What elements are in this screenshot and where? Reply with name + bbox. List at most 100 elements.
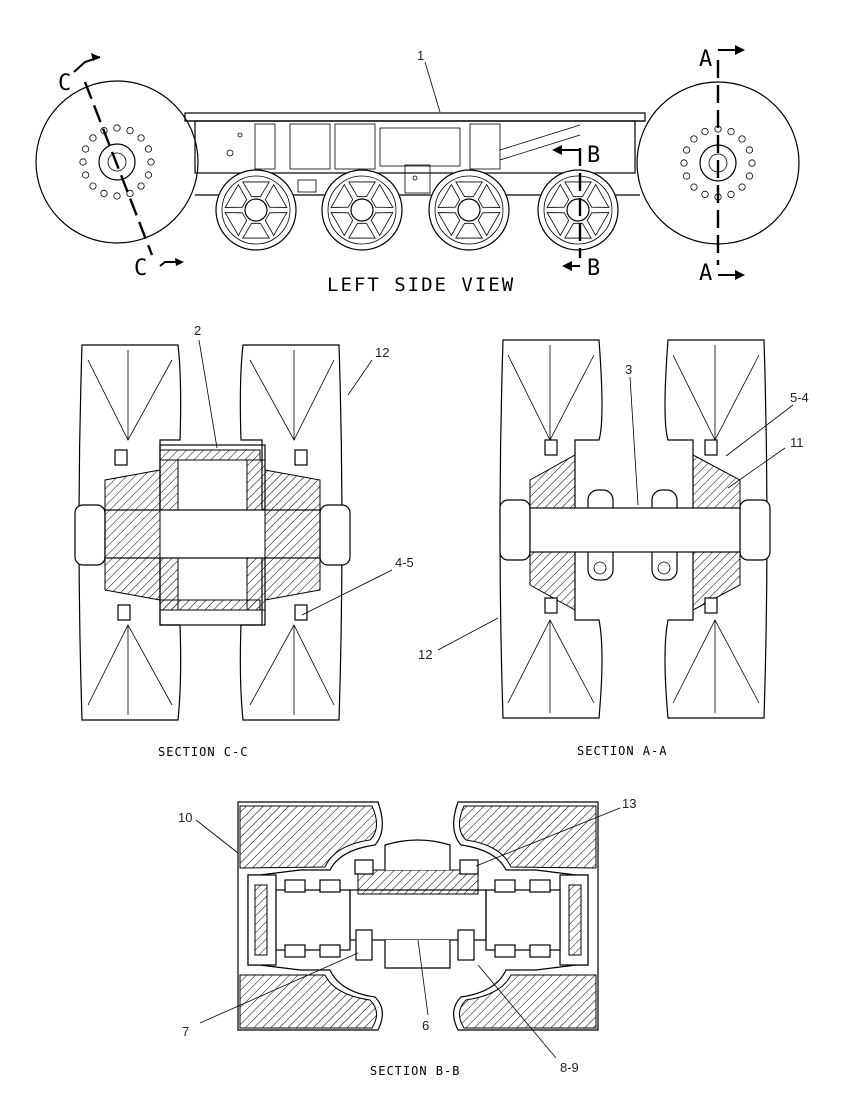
bolt-hole xyxy=(745,146,754,154)
roller-spoke-window xyxy=(477,183,501,208)
bolt-hole xyxy=(701,190,709,199)
roller-rim xyxy=(321,169,403,251)
bolt-hole xyxy=(682,146,691,154)
cut-label-b-top: B xyxy=(587,143,600,168)
callout-13: 13 xyxy=(622,796,636,811)
roller-spoke-window xyxy=(348,181,376,198)
bolt-hole xyxy=(680,159,688,167)
roller-spoke-window xyxy=(455,181,483,198)
roller-inner-rim xyxy=(221,175,291,245)
roller-inner-rim xyxy=(327,175,397,245)
roller-spoke-window xyxy=(564,181,592,198)
roller-spoke-window xyxy=(264,212,288,237)
bolt-7 xyxy=(355,929,373,961)
leader-3 xyxy=(629,376,639,506)
section-c-c-title: SECTION C-C xyxy=(158,745,248,759)
bolt-hole xyxy=(144,145,153,153)
leader-6 xyxy=(417,939,429,1016)
leader-5-4 xyxy=(725,404,794,457)
bolt-hole xyxy=(727,127,735,136)
leader-13 xyxy=(475,807,621,867)
idler-bolt-circle-left xyxy=(79,124,155,200)
bolt-hole xyxy=(738,183,746,191)
section-b-b: 10 13 7 6 8-9 SECTION B-B xyxy=(178,796,636,1078)
callout-12-cc: 12 xyxy=(375,345,389,360)
axle-shaft-aa xyxy=(529,507,741,553)
callout-10: 10 xyxy=(178,810,192,825)
bolt-8-9 xyxy=(457,929,475,961)
bolt-hole xyxy=(137,134,145,142)
bolt-hole xyxy=(126,126,134,135)
cut-label-a-bottom: A xyxy=(699,261,712,286)
roller-spoke-window xyxy=(348,222,376,239)
collar-bb xyxy=(357,869,479,895)
bolt-hole xyxy=(100,189,108,198)
tire-left-cc xyxy=(78,344,182,721)
section-a-a-title: SECTION A-A xyxy=(577,744,667,758)
roller-spoke-window xyxy=(264,183,288,208)
cut-label-c-bottom: C xyxy=(134,256,147,281)
roller-spoke-window xyxy=(455,222,483,239)
roller-spoke-window xyxy=(370,212,394,237)
track-rollers xyxy=(215,169,619,251)
callout-8-9: 8-9 xyxy=(560,1060,579,1075)
roller-spoke-window xyxy=(564,222,592,239)
bolt-hole xyxy=(727,190,735,199)
bolt-hole xyxy=(81,145,90,153)
leader-2 xyxy=(198,339,218,449)
roller-hub xyxy=(566,198,590,222)
roller-spoke-window xyxy=(586,183,610,208)
track-roller xyxy=(215,169,297,251)
callout-1: 1 xyxy=(417,48,424,63)
left-side-view-title: LEFT SIDE VIEW xyxy=(327,274,515,296)
roller-spoke-window xyxy=(477,212,501,237)
left-side-view: C C A A B B 1 LEFT SIDE VIEW xyxy=(35,45,800,296)
roller-hub xyxy=(457,198,481,222)
leader-7 xyxy=(199,952,359,1024)
bolt-hole xyxy=(113,124,121,132)
cut-label-c-top: C xyxy=(58,71,71,96)
callout-4-5: 4-5 xyxy=(395,555,414,570)
front-idler xyxy=(35,80,199,244)
roller-hub xyxy=(244,198,268,222)
shaft-left-bb xyxy=(275,889,351,951)
bolt-hole xyxy=(126,189,134,198)
callout-6: 6 xyxy=(422,1018,429,1033)
roller-spoke-window xyxy=(224,212,248,237)
bolt-lower-cc xyxy=(159,599,261,611)
bolt-hole xyxy=(81,171,90,179)
roller-spoke-window xyxy=(586,212,610,237)
cut-label-a-top: A xyxy=(699,47,712,72)
section-b-b-title: SECTION B-B xyxy=(370,1064,460,1078)
roller-rim xyxy=(215,169,297,251)
leader-11 xyxy=(727,447,786,489)
bolt-hole xyxy=(745,172,754,180)
roller-shell-right-bb xyxy=(453,801,599,1031)
bolt-hole xyxy=(682,172,691,180)
track-roller xyxy=(321,169,403,251)
hub-cap-right-cc xyxy=(319,504,351,566)
callout-3: 3 xyxy=(625,362,632,377)
bolt-hole xyxy=(89,134,97,142)
idler-bolt-circle-right xyxy=(680,125,756,201)
callout-11: 11 xyxy=(790,435,804,450)
roller-spoke-window xyxy=(242,222,270,239)
roller-spoke-window xyxy=(330,212,354,237)
bolt-hole xyxy=(79,158,87,166)
bolt-hole xyxy=(147,158,155,166)
section-a-a: 3 5-4 11 12 SECTION A-A xyxy=(418,339,809,758)
callout-5-4: 5-4 xyxy=(790,390,809,405)
bolt-hole xyxy=(113,192,121,200)
section-c-c: 2 12 4-5 SECTION C-C xyxy=(74,323,414,759)
leader-12-aa xyxy=(437,617,499,651)
leader-4-5 xyxy=(301,569,393,616)
callout-2: 2 xyxy=(194,323,201,338)
bolt-hole xyxy=(690,183,698,191)
leader-8-9 xyxy=(477,964,557,1059)
track-roller xyxy=(537,169,619,251)
cut-label-b-bottom: B xyxy=(587,256,600,281)
roller-shell-left-bb xyxy=(237,801,383,1031)
bolt-hole xyxy=(137,182,145,190)
roller-spoke-window xyxy=(224,183,248,208)
